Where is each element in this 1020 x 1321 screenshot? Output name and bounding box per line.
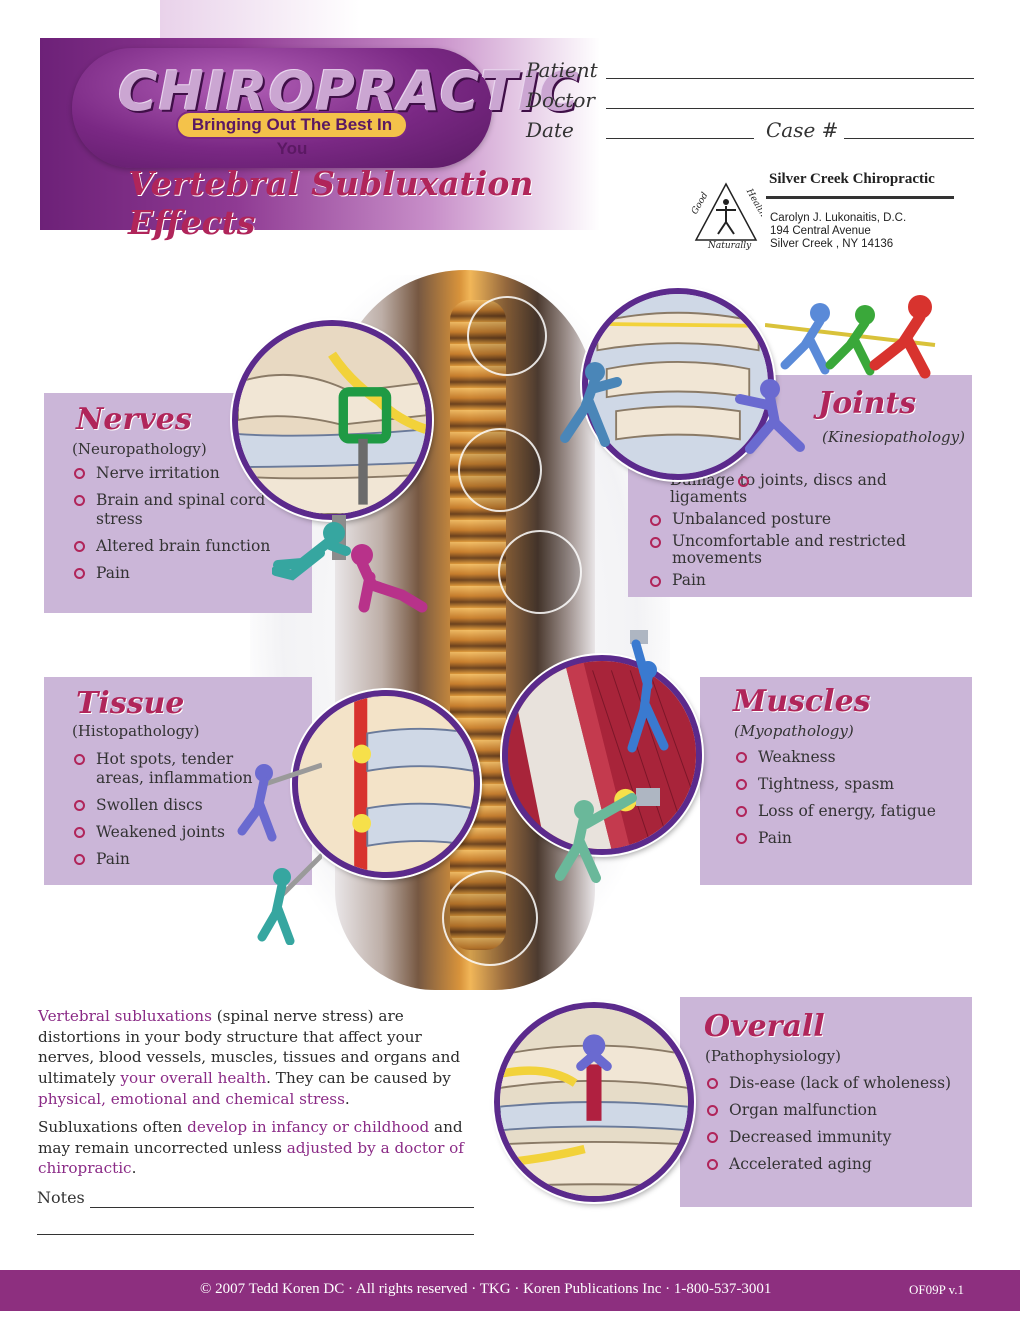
bullet-icon bbox=[707, 1105, 718, 1116]
case-field[interactable] bbox=[844, 138, 974, 139]
footer-band bbox=[0, 1270, 1020, 1311]
muscles-subtitle: (Myopathology) bbox=[734, 722, 854, 740]
list-item: Altered brain function bbox=[72, 537, 282, 556]
doctor-field[interactable] bbox=[606, 108, 974, 109]
list-item: Swollen discs bbox=[72, 796, 282, 815]
subluxation-description: Vertebral subluxations (spinal nerve str… bbox=[38, 1007, 461, 1108]
spine-highlight-circle bbox=[442, 870, 538, 966]
list-item: Pain bbox=[72, 564, 282, 583]
list-item: Accelerated aging bbox=[705, 1155, 965, 1174]
tissue-subtitle: (Histopathology) bbox=[72, 722, 200, 740]
nerves-illustration bbox=[232, 320, 432, 520]
hammer-workers-figure bbox=[548, 620, 718, 890]
spine-highlight-circle bbox=[498, 530, 582, 614]
bullet-icon bbox=[736, 752, 747, 763]
logo-badge bbox=[72, 48, 492, 168]
bullet-icon bbox=[707, 1132, 718, 1143]
date-label: Date bbox=[526, 118, 574, 142]
list-item: Brain and spinal cord stress bbox=[72, 491, 282, 529]
clamp-workers-figure bbox=[271, 515, 437, 615]
bullet-icon bbox=[74, 495, 85, 506]
patient-label: Patient bbox=[526, 58, 598, 82]
footer-form-code: OF09P v.1 bbox=[909, 1282, 965, 1297]
practice-doctor: Carolyn J. Lukonaitis, D.C. bbox=[770, 212, 907, 224]
list-item: Damage to joints, discs and ligaments bbox=[670, 471, 887, 506]
overall-panel bbox=[680, 997, 972, 1207]
list-item: Tightness, spasm bbox=[734, 775, 964, 794]
practice-city: Silver Creek , NY 14136 bbox=[770, 238, 894, 250]
joints-subtitle: (Kinesiopathology) bbox=[822, 428, 965, 446]
laser-workers-figure bbox=[232, 745, 324, 946]
list-item: Pain bbox=[72, 850, 282, 869]
bullet-icon bbox=[707, 1078, 718, 1089]
notes-label: Notes bbox=[37, 1188, 85, 1207]
list-item: Uncomfortable and restricted movements bbox=[648, 533, 953, 567]
bullet-icon bbox=[707, 1159, 718, 1170]
joints-list: Damage to joints, discs and ligaments Un… bbox=[648, 472, 953, 594]
joint-pusher-figure-2 bbox=[730, 375, 810, 455]
document-title: Vertebral Subluxation Effects bbox=[128, 164, 534, 242]
list-item: Organ malfunction bbox=[705, 1101, 965, 1120]
list-item: Pain bbox=[648, 572, 953, 589]
case-label: Case # bbox=[766, 118, 839, 142]
overall-subtitle: (Pathophysiology) bbox=[705, 1047, 841, 1065]
nerves-subtitle: (Neuropathology) bbox=[72, 440, 207, 458]
nerves-list: Nerve irritation Brain and spinal cord s… bbox=[72, 464, 282, 591]
list-item: Hot spots, tender areas, inflammation bbox=[72, 750, 282, 788]
practice-street: 194 Central Avenue bbox=[770, 225, 871, 237]
overall-title: Overall bbox=[704, 1009, 825, 1044]
bullet-icon bbox=[736, 833, 747, 844]
joint-pusher-figure bbox=[555, 358, 625, 448]
joints-title: Joints bbox=[818, 386, 917, 421]
patient-field[interactable] bbox=[606, 78, 974, 79]
good-health-naturally-logo: Good Health Naturally bbox=[690, 178, 768, 251]
spinal-column bbox=[450, 300, 506, 950]
list-item: Pain bbox=[734, 829, 964, 848]
notes-field[interactable] bbox=[90, 1207, 474, 1208]
svg-text:Naturally: Naturally bbox=[707, 241, 752, 250]
list-item: Loss of energy, fatigue bbox=[734, 802, 964, 821]
footer-copyright: © 2007 Tedd Koren DC · All rights reserv… bbox=[200, 1281, 772, 1297]
notes-field-line-2[interactable] bbox=[37, 1234, 474, 1235]
spine-highlight-circle bbox=[458, 428, 542, 512]
bullet-icon bbox=[736, 806, 747, 817]
bullet-icon bbox=[738, 476, 749, 487]
list-item: Weakened joints bbox=[72, 823, 282, 842]
bullet-icon bbox=[74, 568, 85, 579]
list-item: Unbalanced posture bbox=[648, 511, 953, 528]
overall-list: Dis-ease (lack of wholeness) Organ malfu… bbox=[705, 1074, 965, 1182]
bullet-icon bbox=[74, 854, 85, 865]
list-item: Weakness bbox=[734, 748, 964, 767]
date-field[interactable] bbox=[606, 138, 754, 139]
list-item: Nerve irritation bbox=[72, 464, 282, 483]
subluxation-childhood-note: Subluxations often develop in infancy or… bbox=[38, 1118, 464, 1178]
nerves-title: Nerves bbox=[76, 402, 192, 437]
list-item: Dis-ease (lack of wholeness) bbox=[705, 1074, 965, 1093]
spine-highlight-circle bbox=[467, 296, 547, 376]
bullet-icon bbox=[74, 541, 85, 552]
svg-text:Good: Good bbox=[690, 191, 711, 217]
doctor-label: Doctor bbox=[526, 88, 595, 112]
tissue-title: Tissue bbox=[76, 686, 185, 721]
muscles-title: Muscles bbox=[733, 684, 871, 719]
bullet-icon bbox=[74, 800, 85, 811]
bullet-icon bbox=[74, 827, 85, 838]
tug-of-war-figures bbox=[764, 295, 945, 380]
logo-tagline: Bringing Out The Best In You bbox=[176, 111, 408, 158]
bullet-icon bbox=[74, 754, 85, 765]
bullet-icon bbox=[650, 537, 661, 548]
practice-name: Silver Creek Chiropractic bbox=[769, 171, 935, 187]
practice-divider bbox=[766, 196, 954, 199]
overall-illustration bbox=[494, 1002, 694, 1202]
tissue-list: Hot spots, tender areas, inflammation Sw… bbox=[72, 750, 282, 877]
bullet-icon bbox=[650, 515, 661, 526]
svg-text:Health: Health bbox=[743, 186, 762, 219]
header-accent bbox=[160, 0, 360, 38]
bullet-icon bbox=[736, 779, 747, 790]
bullet-icon bbox=[74, 468, 85, 479]
list-item: Decreased immunity bbox=[705, 1128, 965, 1147]
muscles-list: Weakness Tightness, spasm Loss of energy… bbox=[734, 748, 964, 856]
bullet-icon bbox=[650, 576, 661, 587]
tissue-illustration bbox=[292, 690, 480, 878]
